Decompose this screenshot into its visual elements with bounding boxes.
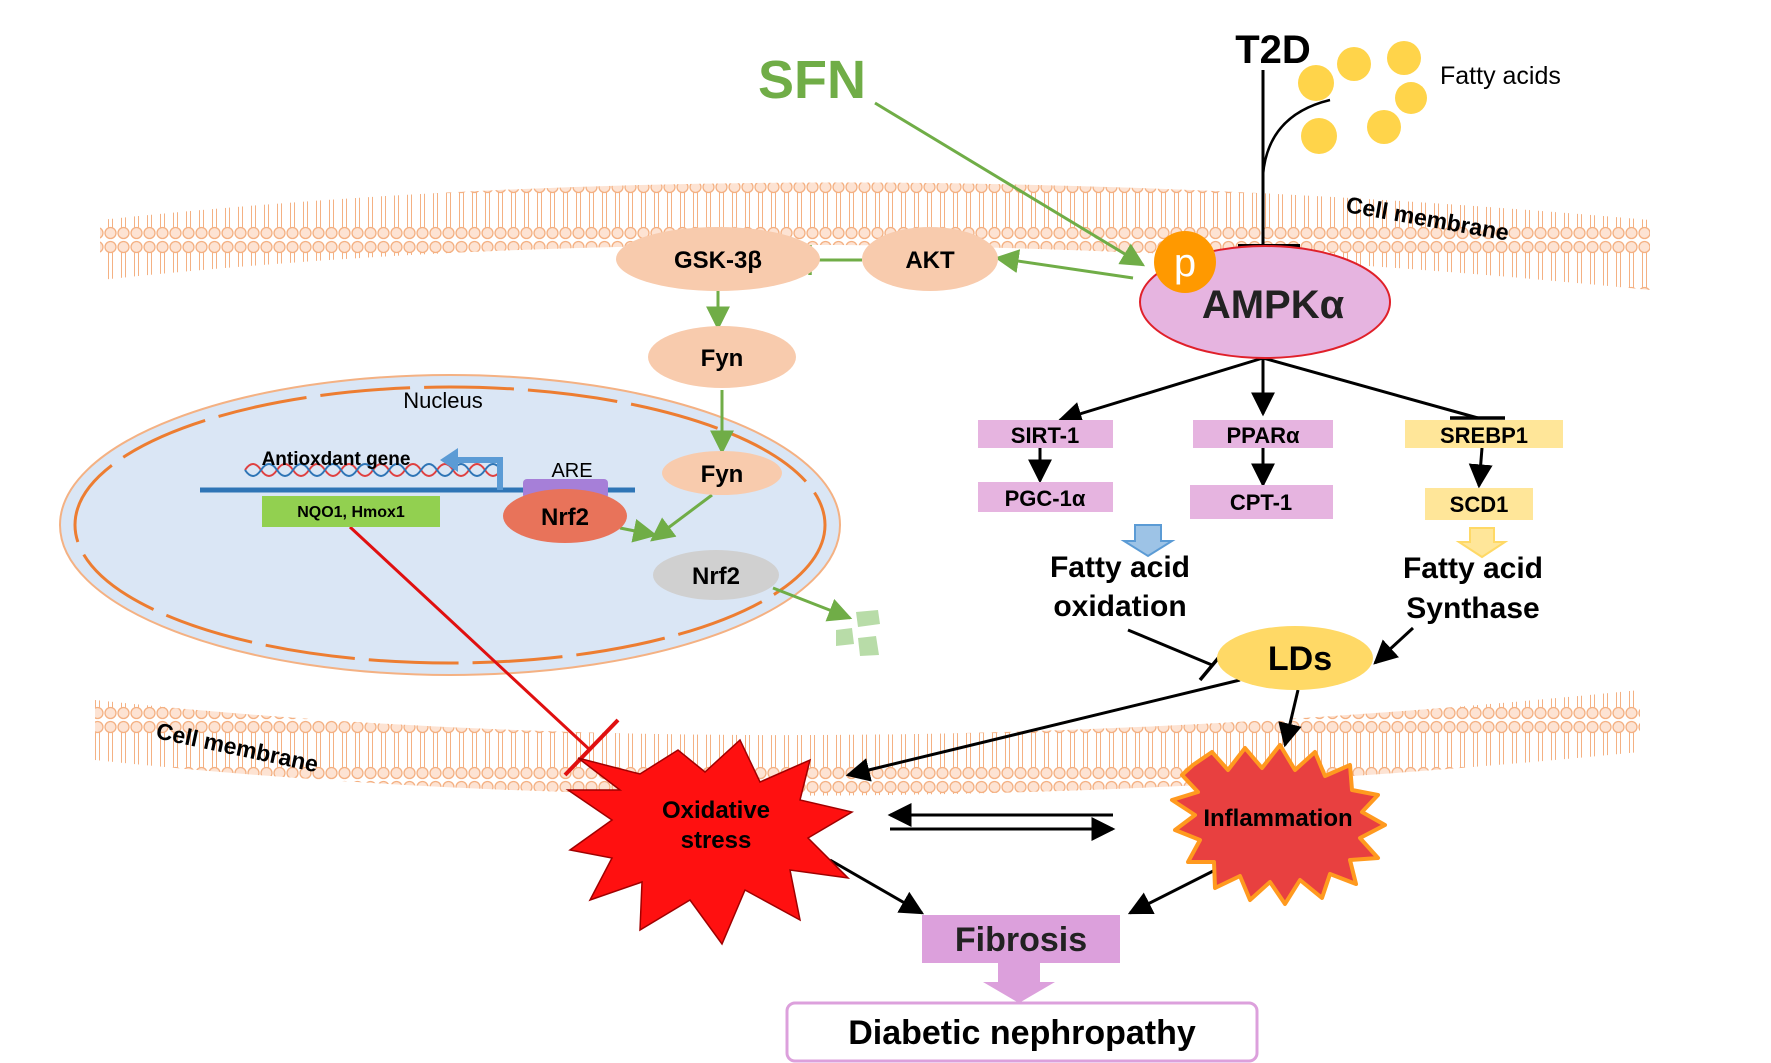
oxidative-fibrosis-arrow xyxy=(829,858,925,915)
inflammation-label: Inflammation xyxy=(1203,805,1352,832)
fas-label-line2: Synthase xyxy=(1406,592,1539,625)
oxidative-stress-star xyxy=(565,738,854,946)
p-label: p xyxy=(1174,241,1196,285)
fao-label-line2: oxidation xyxy=(1053,590,1186,623)
nucleus xyxy=(59,374,841,676)
oxidative-label-line2: stress xyxy=(681,827,752,854)
lds-oxidative-arrow xyxy=(845,678,1241,782)
fas-lds-arrow xyxy=(1373,626,1415,665)
gsk3b-label: GSK-3β xyxy=(674,247,762,274)
sirt1-box xyxy=(978,420,1113,448)
ampk-label: AMPKα xyxy=(1202,283,1345,327)
scd1-label: SCD1 xyxy=(1450,492,1509,517)
inflammation-burst xyxy=(1170,743,1387,906)
sfn-arrow xyxy=(874,101,1146,267)
fatty-acid-dots xyxy=(1298,41,1427,154)
ppara-label: PPARα xyxy=(1226,423,1299,448)
dn-label: Diabetic nephropathy xyxy=(848,1014,1196,1052)
fao-block-arrow xyxy=(1120,524,1176,558)
fyn-label-2: Fyn xyxy=(701,461,744,488)
srebp1-scd1-arrow xyxy=(1468,447,1493,489)
transcription-arrow xyxy=(452,457,503,490)
cpt1-label: CPT-1 xyxy=(1230,490,1292,515)
nrf2-bound-label: Nrf2 xyxy=(541,504,589,531)
nucleus-label: Nucleus xyxy=(403,388,482,413)
nqo1-box xyxy=(262,496,440,527)
are-label: ARE xyxy=(551,460,592,482)
lds-label: LDs xyxy=(1268,640,1332,678)
srebp1-box xyxy=(1405,420,1563,448)
antioxidant-inhibit-bar xyxy=(563,718,620,777)
sfn-label: SFN xyxy=(758,50,866,110)
degradation-fragments xyxy=(836,610,880,656)
fyn-node-1 xyxy=(648,326,796,388)
fatty-acids-label: Fatty acids xyxy=(1440,62,1561,90)
akt-node xyxy=(862,227,998,291)
antioxidant-gene-label: Antioxdant gene xyxy=(262,449,411,470)
nrf2-degradation-arrow xyxy=(772,586,853,622)
fibrosis-dn-arrow xyxy=(983,963,1055,1003)
pgc1a-box xyxy=(978,482,1113,512)
fas-label-line1: Fatty acid xyxy=(1403,552,1543,585)
nrf2-export-arrow xyxy=(619,518,658,543)
ampk-srebp1-inhibit xyxy=(1262,356,1479,420)
lds-inflammation-arrow xyxy=(1278,689,1302,748)
antioxidant-inhibit-line xyxy=(348,525,592,752)
nqo1-label: NQO1, Hmox1 xyxy=(297,504,405,521)
fyn-node-2 xyxy=(662,451,782,495)
bottom-cell-membrane xyxy=(95,690,1640,796)
gsk3b-node xyxy=(616,227,820,291)
fibrosis-label: Fibrosis xyxy=(955,921,1087,959)
fas-block-arrow xyxy=(1455,527,1509,559)
t2d-label: T2D xyxy=(1235,28,1311,72)
nuclear-envelope-pores xyxy=(73,385,827,665)
srebp1-label: SREBP1 xyxy=(1440,423,1528,448)
ampk-akt-arrow xyxy=(994,249,1134,280)
fyn-label-1: Fyn xyxy=(701,345,744,372)
nrf2-bound-node xyxy=(503,489,627,543)
scd1-box xyxy=(1425,488,1533,520)
ampk-sirt1-arrow xyxy=(1057,356,1264,426)
fao-lds-inhibit xyxy=(1127,628,1213,667)
fao-label-line1: Fatty acid xyxy=(1050,551,1190,584)
fibrosis-box xyxy=(922,915,1120,963)
akt-label: AKT xyxy=(905,247,955,274)
lds-node xyxy=(1217,626,1373,690)
ppara-box xyxy=(1193,420,1333,448)
cpt1-box xyxy=(1190,485,1333,519)
transcription-arrowhead xyxy=(440,448,458,472)
fatty-acid-curve xyxy=(1261,98,1331,176)
nrf2-free-label: Nrf2 xyxy=(692,563,740,590)
phospho-circle xyxy=(1154,231,1216,293)
dn-box xyxy=(785,1001,1259,1063)
nrf2-free-node xyxy=(653,550,779,600)
pgc1a-label: PGC-1α xyxy=(1005,486,1086,511)
fyn-nrf2-arrow xyxy=(650,493,713,542)
sirt1-label: SIRT-1 xyxy=(1011,423,1079,448)
oxidative-label-line1: Oxidative xyxy=(662,797,770,824)
